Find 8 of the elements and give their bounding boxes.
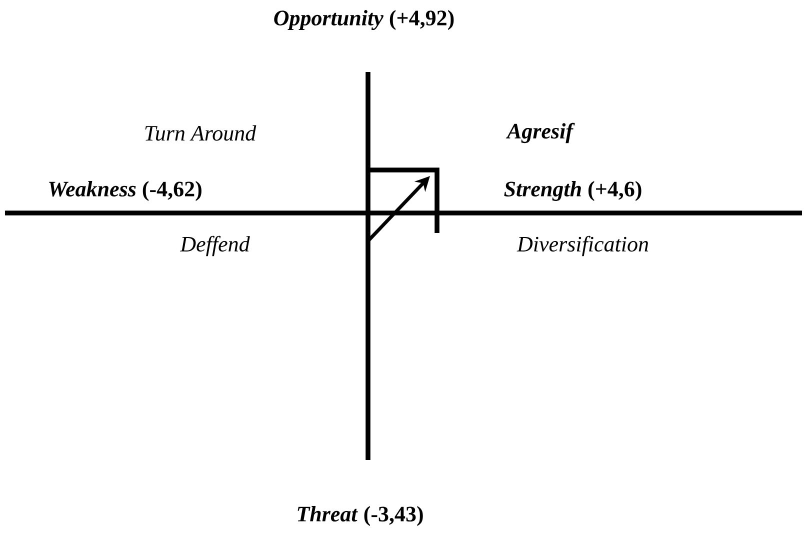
axis-label: Opportunity (+4,92)	[274, 10, 454, 30]
axis-label: Weakness (-4,62)	[49, 181, 202, 201]
axis-label: Turn Around	[145, 125, 256, 141]
axis-label: Deffend	[180, 236, 250, 256]
axis-label: Strength (+4,6)	[504, 181, 642, 201]
axis-label: Threat (-3,43)	[298, 506, 423, 526]
axis-label: Diversification	[516, 236, 648, 256]
axis-label: Agresif	[506, 122, 575, 144]
